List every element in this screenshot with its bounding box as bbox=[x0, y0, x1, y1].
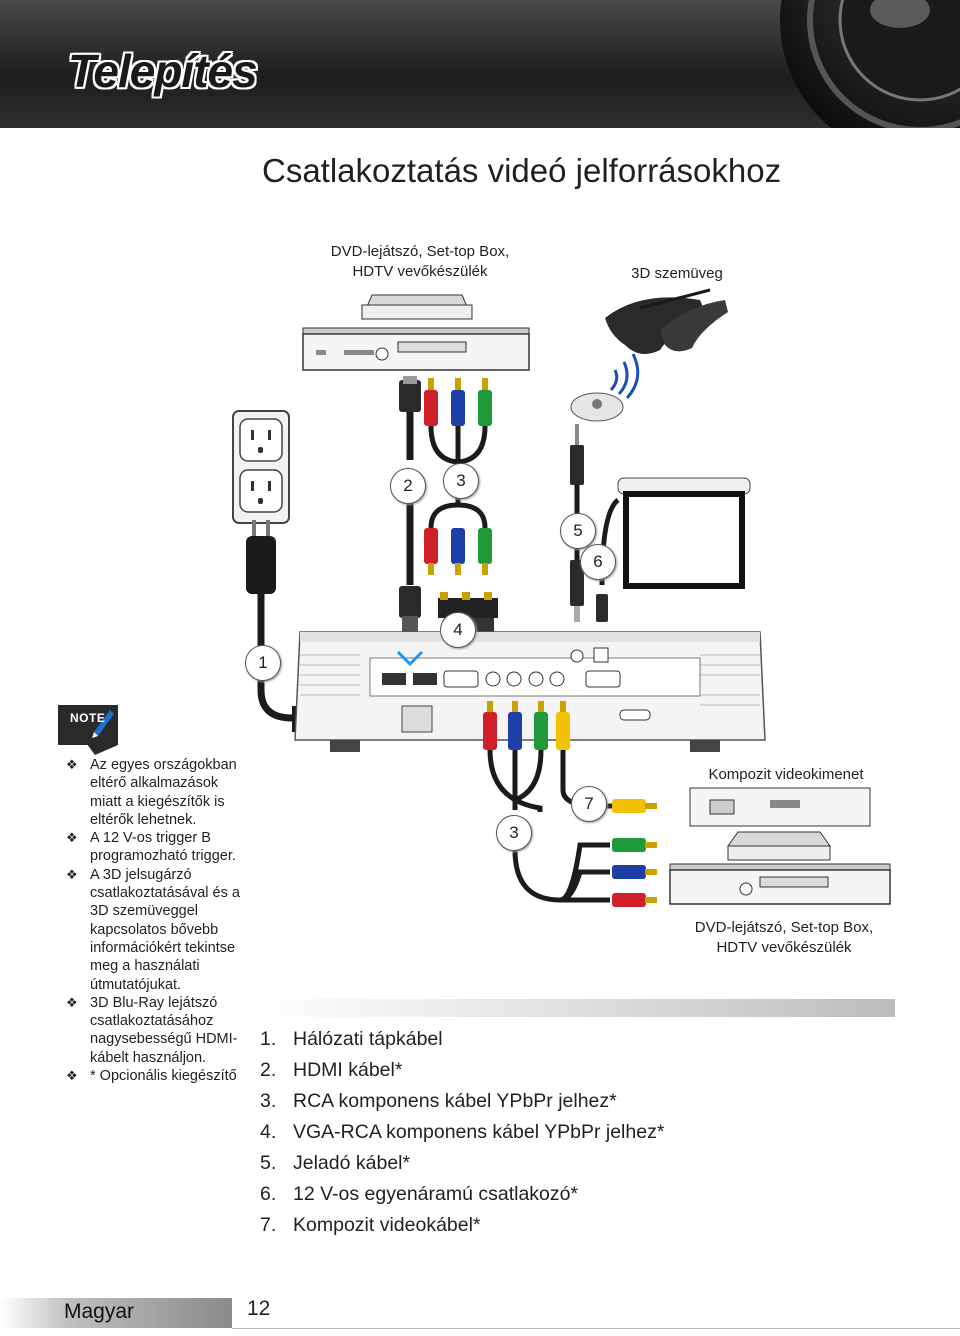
diamond-bullet-icon: ❖ bbox=[66, 1068, 78, 1084]
projection-screen bbox=[617, 477, 751, 589]
top-source-label-line2: HDTV vevőkészülék bbox=[352, 263, 488, 280]
note-item: ❖3D Blu-Ray lejátszó csatlakoztatásához … bbox=[66, 994, 238, 1066]
note-badge: NOTE bbox=[70, 711, 106, 725]
diamond-bullet-icon: ❖ bbox=[66, 994, 78, 1010]
bottom-source-label-line1: DVD-lejátszó, Set-top Box, bbox=[694, 919, 874, 936]
3d-emitter bbox=[570, 353, 640, 422]
page-header: Telepítés bbox=[0, 0, 960, 128]
hdmi-cable bbox=[399, 376, 421, 638]
rca-cable-top bbox=[424, 378, 492, 575]
bottom-source-label: DVD-lejátszó, Set-top Box, HDTV vevőkész… bbox=[664, 918, 904, 958]
footer-language-bar bbox=[0, 1298, 232, 1328]
callout-3-bottom: 3 bbox=[496, 815, 532, 851]
power-cable bbox=[257, 594, 330, 722]
page-number: 12 bbox=[247, 1297, 271, 1320]
legend-item: 1.Hálózati tápkábel bbox=[260, 1028, 443, 1050]
bottom-source-label-line2: HDTV vevőkészülék bbox=[716, 939, 852, 956]
top-source-label: DVD-lejátszó, Set-top Box, HDTV vevőkész… bbox=[300, 242, 540, 282]
legend-divider bbox=[258, 999, 895, 1017]
glasses-label: 3D szemüveg bbox=[631, 265, 723, 282]
dvd-player-top bbox=[302, 294, 530, 371]
top-source-label-line1: DVD-lejátszó, Set-top Box, bbox=[330, 243, 510, 260]
cable-legend: 1.Hálózati tápkábel 2.HDMI kábel* 3.RCA … bbox=[260, 1024, 664, 1241]
callout-4: 4 bbox=[440, 612, 476, 648]
projector bbox=[294, 631, 766, 752]
legend-item: 2.HDMI kábel* bbox=[260, 1059, 403, 1081]
legend-item: 4.VGA-RCA komponens kábel YPbPr jelhez* bbox=[260, 1121, 665, 1143]
rca-cable-bottom bbox=[483, 701, 657, 907]
footer-rule bbox=[232, 1328, 960, 1329]
callout-5: 5 bbox=[560, 513, 596, 549]
note-item: ❖* Opcionális kiegészítő bbox=[66, 1068, 237, 1085]
footer-language: Magyar bbox=[64, 1300, 135, 1323]
callout-7: 7 bbox=[571, 786, 607, 822]
projector-lens-graphic bbox=[780, 0, 960, 128]
diamond-bullet-icon: ❖ bbox=[66, 830, 78, 846]
connection-diagram bbox=[58, 288, 891, 907]
callout-6: 6 bbox=[580, 544, 616, 580]
3d-glasses bbox=[605, 288, 728, 354]
note-badge-graphic bbox=[58, 705, 118, 755]
composite-out-label: Kompozit videokimenet bbox=[708, 766, 864, 783]
note-item: ❖A 12 V-os trigger B programozható trigg… bbox=[66, 830, 236, 865]
diamond-bullet-icon: ❖ bbox=[66, 757, 78, 772]
diamond-bullet-icon: ❖ bbox=[66, 866, 78, 882]
note-item: ❖A 3D jelsugárzó csatlakoztatásával és a… bbox=[66, 866, 240, 993]
note-list: ❖Az egyes országokban eltérő alkalmazáso… bbox=[66, 756, 246, 1085]
legend-item: 3.RCA komponens kábel YPbPr jelhez* bbox=[260, 1090, 617, 1112]
power-plug bbox=[246, 520, 276, 594]
wall-outlet bbox=[232, 410, 290, 524]
callout-3: 3 bbox=[443, 463, 479, 499]
note-item: ❖Az egyes országokban eltérő alkalmazáso… bbox=[66, 757, 237, 828]
section-title: Telepítés bbox=[68, 45, 258, 97]
legend-item: 6.12 V-os egyenáramú csatlakozó* bbox=[260, 1183, 579, 1205]
callout-1: 1 bbox=[245, 645, 281, 681]
dvd-players-bottom bbox=[669, 787, 891, 905]
callout-2: 2 bbox=[390, 468, 426, 504]
legend-item: 5.Jeladó kábel* bbox=[260, 1152, 411, 1174]
legend-item: 7.Kompozit videokábel* bbox=[260, 1214, 481, 1236]
page-title: Csatlakoztatás videó jelforrásokhoz bbox=[262, 152, 782, 189]
